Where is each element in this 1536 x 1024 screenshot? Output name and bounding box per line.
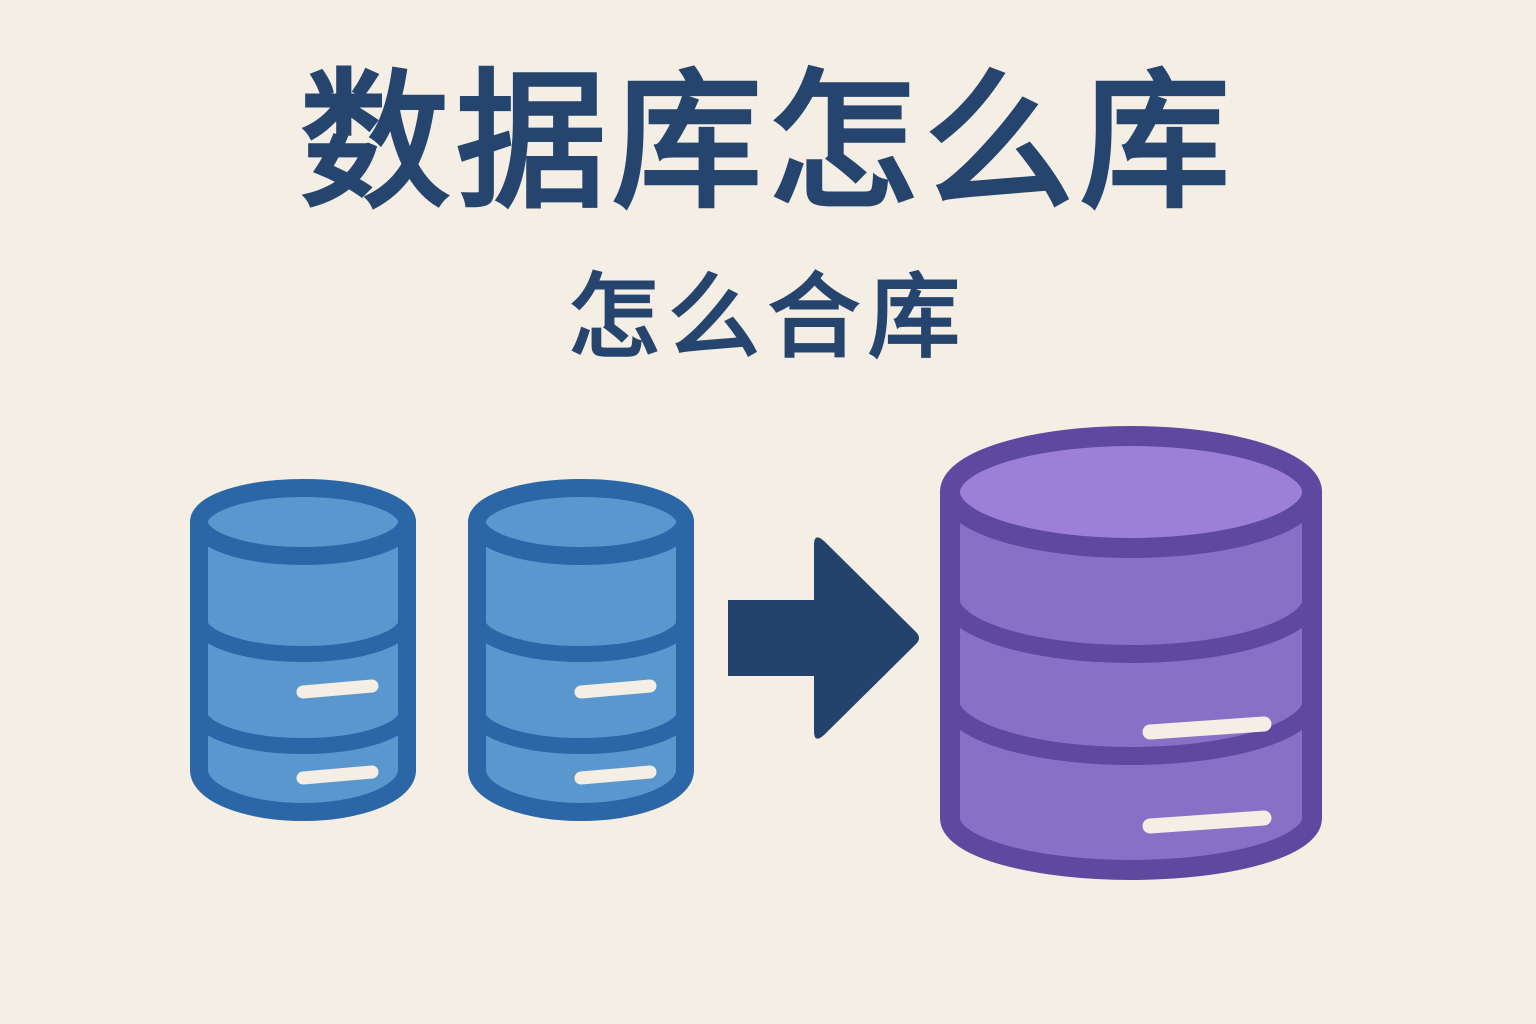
target-database-icon: [940, 426, 1322, 880]
arrow-right-icon: [728, 537, 919, 739]
page-title: 数据库怎么库: [299, 56, 1236, 230]
page-subtitle: 怎么合库: [567, 264, 968, 371]
source-database-1-icon: [190, 479, 416, 821]
source-database-2-icon: [468, 479, 694, 821]
